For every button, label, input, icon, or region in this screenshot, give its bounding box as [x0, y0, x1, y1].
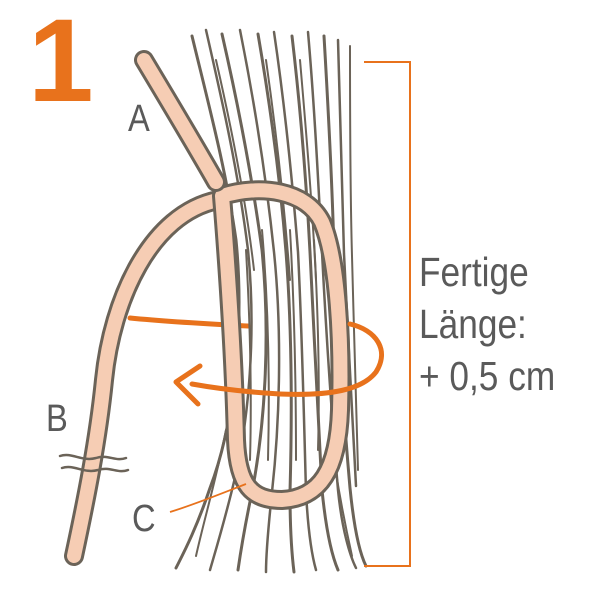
label-c-leader — [169, 483, 247, 513]
finished-length-note: Fertige Länge: + 0,5 cm — [419, 246, 555, 402]
hair-strand — [215, 59, 255, 271]
length-bracket — [364, 61, 411, 567]
step-number: 1 — [28, 0, 94, 127]
arrow-head-icon — [173, 363, 203, 407]
hair-strand — [238, 28, 281, 574]
hair-strand — [290, 34, 340, 572]
thread-a-segment — [134, 50, 226, 192]
label-b: B — [46, 398, 68, 440]
hair-strand — [349, 45, 359, 471]
hair-strand — [306, 30, 358, 570]
hair-strand — [336, 38, 358, 488]
wrap-arrow — [173, 321, 384, 407]
hair-strand — [265, 59, 291, 281]
length-note-line-2: Länge: — [419, 301, 527, 347]
thread-break-marks — [58, 453, 130, 473]
length-note-line-1: Fertige — [419, 249, 529, 295]
thread-loop-c — [212, 180, 351, 510]
hair-strand — [204, 28, 253, 572]
label-a: A — [128, 98, 150, 140]
length-note-line-3: + 0,5 cm — [419, 353, 556, 399]
hair-strand — [220, 32, 268, 572]
label-c: C — [132, 498, 156, 540]
hair-front-strands — [245, 229, 320, 461]
hair-strand — [272, 30, 318, 572]
hair-strand — [256, 32, 296, 574]
thread-b-segment — [64, 190, 228, 566]
